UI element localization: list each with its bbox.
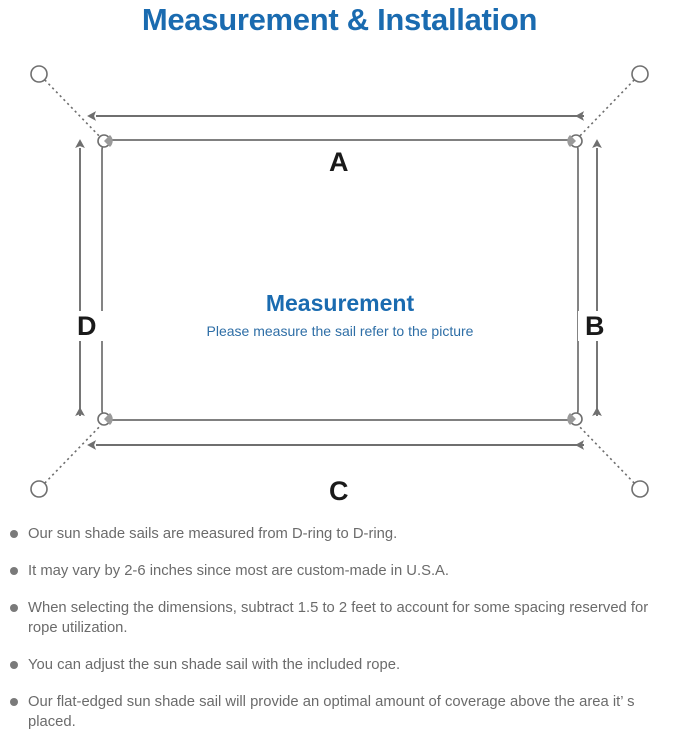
anchor-point-bottom-left-icon [30, 480, 48, 498]
rope-bottom-left [40, 421, 105, 488]
rope-top-right [574, 75, 639, 142]
notes-list: Our sun shade sails are measured from D-… [0, 524, 679, 749]
list-item: You can adjust the sun shade sail with t… [0, 655, 679, 675]
dimension-label-a: A [322, 147, 356, 177]
dimension-label-c: C [322, 476, 356, 506]
d-ring-tab-bottom-left-icon [104, 413, 113, 425]
list-item: Our sun shade sails are measured from D-… [0, 524, 679, 544]
anchor-point-top-right-icon [631, 65, 649, 83]
note-text: When selecting the dimensions, subtract … [28, 600, 649, 636]
bullet-icon [10, 604, 18, 612]
note-text: You can adjust the sun shade sail with t… [28, 657, 401, 673]
note-text: Our sun shade sails are measured from D-… [28, 526, 398, 542]
bullet-icon [10, 698, 18, 706]
dimension-label-d: D [70, 311, 104, 341]
d-ring-tab-bottom-right-icon [567, 413, 576, 425]
anchor-point-top-left-icon [30, 65, 48, 83]
d-ring-tab-top-left-icon [104, 135, 113, 147]
rope-top-left [40, 75, 105, 142]
anchor-point-bottom-right-icon [631, 480, 649, 498]
bullet-icon [10, 530, 18, 538]
list-item: When selecting the dimensions, subtract … [0, 598, 679, 638]
list-item: Our flat-edged sun shade sail will provi… [0, 692, 679, 732]
note-text: Our flat-edged sun shade sail will provi… [28, 694, 635, 730]
sun-shade-sail-diagram: Measurement Please measure the sail refe… [0, 48, 679, 518]
bullet-icon [10, 567, 18, 575]
list-item: It may vary by 2-6 inches since most are… [0, 561, 679, 581]
rope-bottom-right [574, 421, 639, 488]
d-ring-tabs [104, 135, 576, 425]
bullet-icon [10, 661, 18, 669]
sail-rectangle [101, 139, 579, 421]
anchor-points [30, 65, 649, 498]
rope-lines [40, 75, 639, 488]
diagram-svg [30, 65, 649, 498]
page-title: Measurement & Installation [141, 2, 538, 37]
d-ring-tab-top-right-icon [567, 135, 576, 147]
dimension-label-b: B [578, 311, 612, 341]
note-text: It may vary by 2-6 inches since most are… [28, 563, 450, 579]
